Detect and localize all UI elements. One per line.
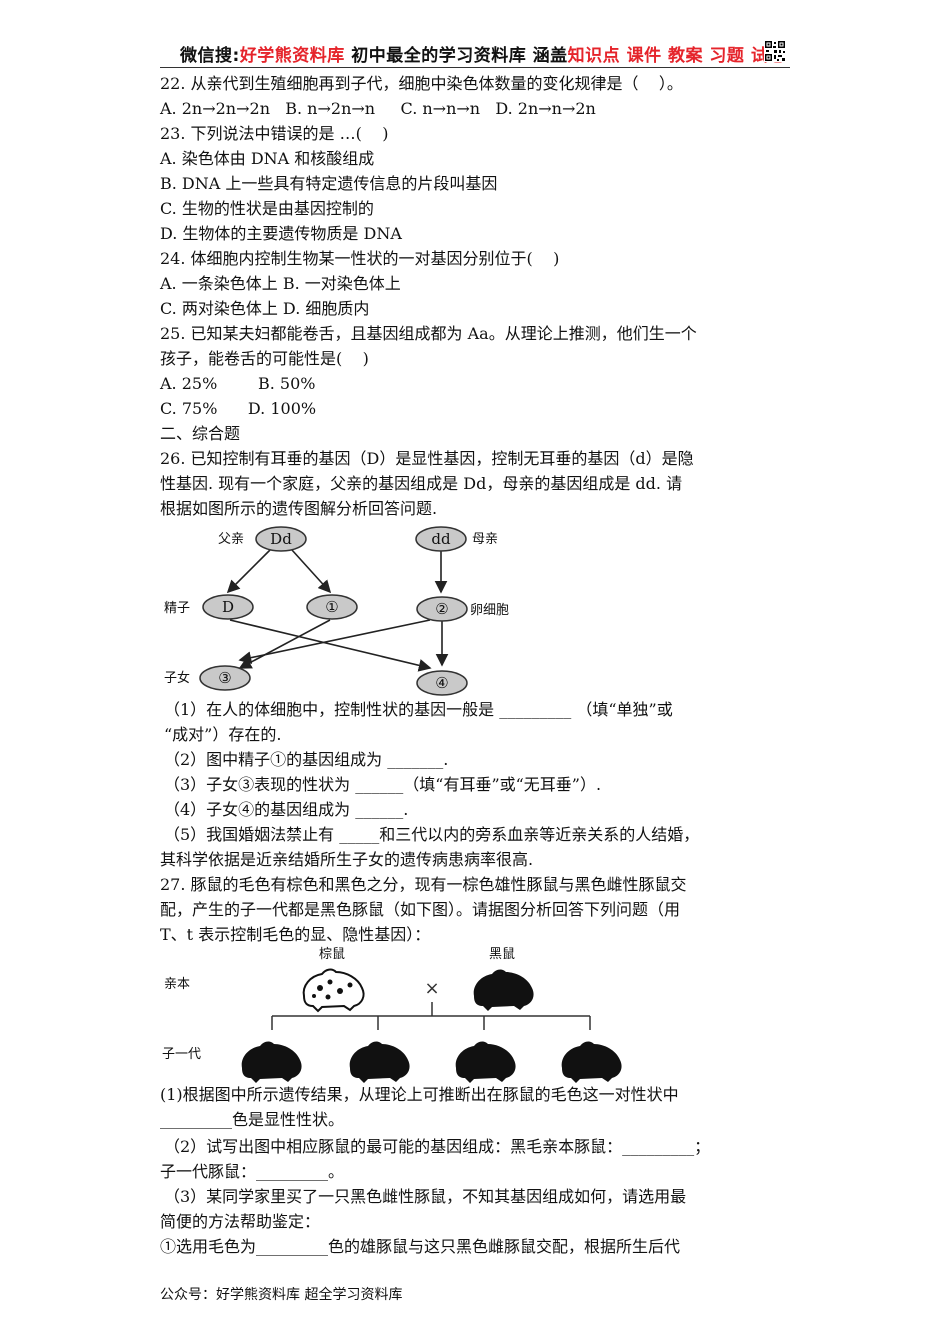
q24-options-cd: C. 两对染色体上 D. 细胞质内 [160, 299, 370, 318]
q27-part3: （3）某同学家里买了一只黑色雌性豚鼠，不知其基因组成如何，请选用最 [164, 1187, 687, 1206]
sperm-1: ① [325, 598, 338, 616]
header-brand: 好学熊资料库 [239, 46, 345, 66]
cross-symbol: × [424, 978, 439, 999]
offspring-guinea-pig-3 [455, 1041, 516, 1083]
label-egg: 卵细胞 [470, 603, 509, 618]
black-parent-guinea-pig [473, 969, 534, 1011]
q23-option-c: C. 生物的性状是由基因控制的 [160, 199, 374, 218]
q27-part2-cont: 子一代豚鼠：_________。 [160, 1162, 345, 1181]
q26-stem-cont2: 根据如图所示的遗传图解分析回答问题. [160, 499, 438, 518]
sperm-d: D [222, 598, 234, 616]
header-rule [160, 67, 790, 68]
q23-option-a: A. 染色体由 DNA 和核酸组成 [160, 149, 375, 168]
brown-parent-guinea-pig [302, 968, 365, 1012]
header-text: 微信搜:好学熊资料库 初中最全的学习资料库 涵盖知识点 课件 教案 习题 试卷 [180, 41, 786, 66]
q26-stem-cont: 性基因. 现有一个家庭，父亲的基因组成是 Dd，母亲的基因组成是 dd. 请 [160, 474, 683, 493]
q23-option-d: D. 生物体的主要遗传物质是 DNA [160, 224, 402, 243]
header-part3: 初中最全的学习资料库 涵盖 [344, 46, 568, 66]
q27-part3-cont: 简便的方法帮助鉴定： [160, 1212, 321, 1231]
header-part4: 知识点 课件 教案 习题 试卷 [567, 46, 786, 66]
child-4: ④ [435, 674, 448, 692]
q27-stem: 27. 豚鼠的毛色有棕色和黑色之分，现有一棕色雄性豚鼠与黑色雌性豚鼠交 [160, 875, 687, 894]
q26-part3: （3）子女③表现的性状为 ______（填“有耳垂”或“无耳垂”）. [164, 775, 602, 794]
guinea-pig-diagram: × 棕鼠 黑鼠 亲本 子一代 [162, 947, 622, 1083]
q26-part1: （1）在人的体细胞中，控制性状的基因一般是 _________ （填“单独”或 [164, 700, 673, 719]
offspring-guinea-pig-1 [241, 1041, 302, 1083]
q27-stem-cont2: T、t 表示控制毛色的显、隐性基因）： [160, 925, 431, 944]
child-3: ③ [218, 669, 231, 687]
q26-part4: （4）子女④的基因组成为 ______. [164, 800, 409, 819]
page-footer: 公众号：好学熊资料库 超全学习资料库 [160, 1287, 403, 1303]
label-f1: 子一代 [162, 1047, 201, 1062]
label-sperm: 精子 [164, 601, 190, 616]
q22-options: A. 2n→2n→2n B. n→2n→n C. n→n→n D. 2n→n→2… [160, 99, 596, 118]
q27-part1: (1)根据图中所示遗传结果，从理论上可推断出在豚鼠的毛色这一对性状中 [160, 1085, 679, 1104]
label-brown: 棕鼠 [319, 947, 345, 962]
qr-code-icon [764, 40, 786, 62]
q23-stem: 23. 下列说法中错误的是 …( ) [160, 124, 389, 143]
q26-part5: （5）我国婚姻法禁止有 _____和三代以内的旁系血亲等近亲关系的人结婚， [164, 825, 700, 844]
label-parents: 亲本 [164, 977, 190, 992]
page-header: 微信搜:好学熊资料库 初中最全的学习资料库 涵盖知识点 课件 教案 习题 试卷 [160, 38, 790, 68]
q27-part1-cont: _________色是显性性状。 [160, 1110, 345, 1129]
mother-genotype: dd [431, 530, 451, 548]
q27-stem-cont: 配，产生的子一代都是黑色豚鼠（如下图）。请据图分析回答下列问题（用 [160, 900, 681, 919]
q25-options-cd: C. 75% D. 100% [160, 399, 317, 418]
inheritance-diagram: Dd dd D ① ② ③ ④ 父亲 母亲 精子 卵细胞 子女 [164, 526, 509, 696]
offspring-guinea-pig-4 [561, 1041, 622, 1083]
q27-part3-step1: ①选用毛色为_________色的雄豚鼠与这只黑色雌豚鼠交配，根据所生后代 [160, 1237, 681, 1256]
q25-options-ab: A. 25% B. 50% [160, 374, 316, 393]
label-mother: 母亲 [472, 532, 498, 547]
label-black: 黑鼠 [489, 947, 515, 962]
egg-2: ② [435, 600, 448, 618]
header-part1: 微信搜: [180, 46, 240, 66]
label-father: 父亲 [218, 532, 244, 547]
q22-stem: 22. 从亲代到生殖细胞再到子代，细胞中染色体数量的变化规律是（ ）。 [160, 74, 683, 93]
q26-part2: （2）图中精子①的基因组成为 _______. [164, 750, 449, 769]
section-title: 二、综合题 [160, 424, 241, 443]
q27-part2: （2）试写出图中相应豚鼠的最可能的基因组成：黑毛亲本豚鼠：_________； [164, 1137, 711, 1156]
q26-part1-cont: “成对”）存在的. [164, 725, 282, 744]
q26-stem: 26. 已知控制有耳垂的基因（D）是显性基因，控制无耳垂的基因（d）是隐 [160, 449, 694, 468]
q24-stem: 24. 体细胞内控制生物某一性状的一对基因分别位于( ) [160, 249, 560, 268]
label-child: 子女 [164, 670, 190, 686]
q26-part5-cont: 其科学依据是近亲结婚所生子女的遗传病患病率很高. [160, 850, 534, 869]
q24-options-ab: A. 一条染色体上 B. 一对染色体上 [160, 274, 401, 293]
q25-stem-cont: 孩子，能卷舌的可能性是( ) [160, 349, 369, 368]
q25-stem: 25. 已知某夫妇都能卷舌，且基因组成都为 Aa。从理论上推测，他们生一个 [160, 324, 697, 343]
father-genotype: Dd [270, 530, 292, 548]
offspring-guinea-pig-2 [349, 1041, 410, 1083]
q23-option-b: B. DNA 上一些具有特定遗传信息的片段叫基因 [160, 174, 498, 193]
